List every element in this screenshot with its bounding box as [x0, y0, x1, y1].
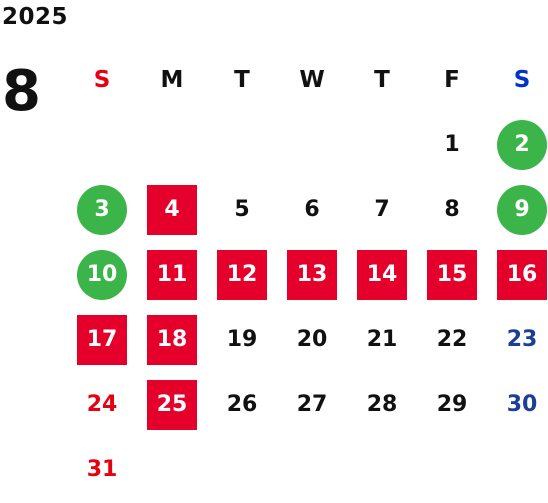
- day-number-24[interactable]: 24: [86, 391, 118, 417]
- empty-cell: [207, 112, 277, 177]
- day-cell: 31: [67, 437, 137, 502]
- day-number-20[interactable]: 20: [296, 326, 328, 352]
- day-cell: 9: [487, 177, 548, 242]
- weekday-header-thu: T: [374, 66, 390, 93]
- empty-cell: [137, 437, 207, 502]
- day-cell: 21: [347, 307, 417, 372]
- empty-cell: [67, 112, 137, 177]
- day-cell: 30: [487, 372, 548, 437]
- day-number-17[interactable]: 17: [77, 314, 127, 365]
- day-cell: 10: [67, 242, 137, 307]
- empty-cell: [137, 112, 207, 177]
- day-number-1[interactable]: 1: [444, 131, 460, 157]
- day-cell: 29: [417, 372, 487, 437]
- day-cell: 23: [487, 307, 548, 372]
- weekday-header-sat: S: [513, 66, 531, 93]
- day-cell: 2: [487, 112, 548, 177]
- empty-cell: [417, 437, 487, 502]
- day-cell: 5: [207, 177, 277, 242]
- empty-cell: [347, 112, 417, 177]
- day-number-7[interactable]: 7: [374, 196, 390, 222]
- day-number-31[interactable]: 31: [86, 456, 118, 482]
- day-cell: 25: [137, 372, 207, 437]
- day-number-22[interactable]: 22: [436, 326, 468, 352]
- day-number-29[interactable]: 29: [436, 391, 468, 417]
- day-number-12[interactable]: 12: [217, 249, 267, 300]
- day-number-3[interactable]: 3: [77, 184, 127, 235]
- empty-cell: [207, 437, 277, 502]
- day-number-30[interactable]: 30: [506, 391, 538, 417]
- day-cell: 11: [137, 242, 207, 307]
- weekday-header-mon: M: [160, 66, 184, 93]
- day-cell: 1: [417, 112, 487, 177]
- day-number-8[interactable]: 8: [444, 196, 460, 222]
- day-cell: 7: [347, 177, 417, 242]
- day-number-21[interactable]: 21: [366, 326, 398, 352]
- day-cell: 13: [277, 242, 347, 307]
- day-cell: 17: [67, 307, 137, 372]
- day-number-6[interactable]: 6: [304, 196, 320, 222]
- day-cell: 28: [347, 372, 417, 437]
- day-number-19[interactable]: 19: [226, 326, 258, 352]
- weekday-header-tue: T: [234, 66, 250, 93]
- day-number-25[interactable]: 25: [147, 379, 197, 430]
- day-number-10[interactable]: 10: [77, 249, 127, 300]
- day-cell: 24: [67, 372, 137, 437]
- empty-cell: [347, 437, 417, 502]
- day-number-9[interactable]: 9: [497, 184, 547, 235]
- day-number-13[interactable]: 13: [287, 249, 337, 300]
- day-number-16[interactable]: 16: [497, 249, 547, 300]
- year-label: 2025: [2, 4, 69, 30]
- empty-cell: [277, 112, 347, 177]
- weekday-header-sun: S: [93, 66, 111, 93]
- day-cell: 12: [207, 242, 277, 307]
- day-cell: 22: [417, 307, 487, 372]
- day-cell: 16: [487, 242, 548, 307]
- day-cell: 27: [277, 372, 347, 437]
- empty-cell: [277, 437, 347, 502]
- weekday-header-wed: W: [299, 66, 325, 93]
- day-cell: 18: [137, 307, 207, 372]
- day-cell: 3: [67, 177, 137, 242]
- day-cell: 4: [137, 177, 207, 242]
- empty-cell: [487, 437, 548, 502]
- day-number-11[interactable]: 11: [147, 249, 197, 300]
- day-cell: 6: [277, 177, 347, 242]
- day-number-28[interactable]: 28: [366, 391, 398, 417]
- day-number-26[interactable]: 26: [226, 391, 258, 417]
- month-number: 8: [2, 59, 41, 124]
- weekday-header-fri: F: [444, 66, 460, 93]
- day-cell: 26: [207, 372, 277, 437]
- day-cell: 15: [417, 242, 487, 307]
- day-cell: 8: [417, 177, 487, 242]
- day-cell: 14: [347, 242, 417, 307]
- day-cell: 19: [207, 307, 277, 372]
- day-number-14[interactable]: 14: [357, 249, 407, 300]
- day-number-18[interactable]: 18: [147, 314, 197, 365]
- day-number-5[interactable]: 5: [234, 196, 250, 222]
- day-cell: 20: [277, 307, 347, 372]
- day-number-27[interactable]: 27: [296, 391, 328, 417]
- day-number-23[interactable]: 23: [506, 326, 538, 352]
- day-number-4[interactable]: 4: [147, 184, 197, 235]
- day-number-15[interactable]: 15: [427, 249, 477, 300]
- day-number-2[interactable]: 2: [497, 119, 547, 170]
